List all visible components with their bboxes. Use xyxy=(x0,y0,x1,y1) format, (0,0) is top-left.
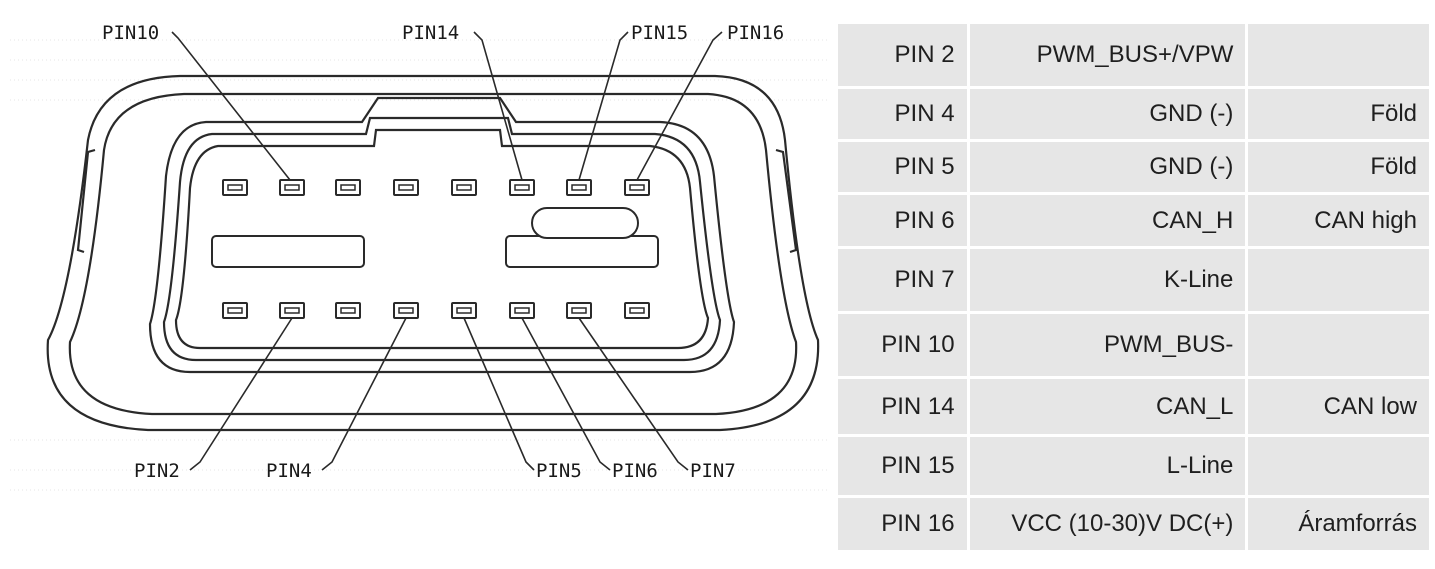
callout-pin2: PIN2 xyxy=(134,460,180,482)
table-row: PIN 2 PWM_BUS+/VPW xyxy=(838,24,1429,86)
description-cell: CAN high xyxy=(1248,195,1429,246)
callout-pin16: PIN16 xyxy=(727,22,784,44)
pin-13-contact xyxy=(451,179,477,196)
pin-14-contact xyxy=(509,179,535,196)
pin-2-contact xyxy=(279,302,305,319)
left-key-slot xyxy=(211,235,365,268)
callout-pin5: PIN5 xyxy=(536,460,582,482)
pin-7-contact xyxy=(566,302,592,319)
description-cell xyxy=(1248,437,1429,495)
connector-shell xyxy=(46,74,820,432)
signal-cell: PWM_BUS- xyxy=(969,314,1246,376)
pin-6-contact xyxy=(509,302,535,319)
pin-cell: PIN 5 xyxy=(838,142,967,192)
signal-cell: GND (-) xyxy=(969,142,1246,192)
pin-8-contact xyxy=(624,302,650,319)
callout-pin7: PIN7 xyxy=(690,460,736,482)
top-pin-row xyxy=(222,179,650,196)
description-cell xyxy=(1248,249,1429,311)
description-cell xyxy=(1248,314,1429,376)
description-cell: Áramforrás xyxy=(1248,498,1429,550)
pin-cell: PIN 7 xyxy=(838,249,967,311)
signal-cell: K-Line xyxy=(969,249,1246,311)
description-cell: Föld xyxy=(1248,89,1429,139)
callout-pin15: PIN15 xyxy=(631,22,688,44)
pin-11-contact xyxy=(335,179,361,196)
pin-3-contact xyxy=(335,302,361,319)
key-slots xyxy=(211,207,659,268)
table-row: PIN 16 VCC (10-30)V DC(+) Áramforrás xyxy=(838,498,1429,550)
pin-cell: PIN 15 xyxy=(838,437,967,495)
obd-connector-diagram: PIN10 PIN14 PIN15 PIN16 PIN2 PIN4 PIN5 P… xyxy=(10,22,830,491)
signal-cell: L-Line xyxy=(969,437,1246,495)
leader-lines xyxy=(171,31,723,471)
pin-4-contact xyxy=(393,302,419,319)
pin-16-contact xyxy=(624,179,650,196)
pin-5-contact xyxy=(451,302,477,319)
signal-cell: GND (-) xyxy=(969,89,1246,139)
pin-cell: PIN 6 xyxy=(838,195,967,246)
table-row: PIN 10 PWM_BUS- xyxy=(838,314,1429,376)
table-row: PIN 14 CAN_L CAN low xyxy=(838,379,1429,434)
description-cell: Föld xyxy=(1248,142,1429,192)
callout-pin10: PIN10 xyxy=(102,22,159,44)
pinout-table-container: PIN 2 PWM_BUS+/VPW PIN 4 GND (-) Föld PI… xyxy=(838,21,1429,553)
callout-pin4: PIN4 xyxy=(266,460,312,482)
table-row: PIN 4 GND (-) Föld xyxy=(838,89,1429,139)
pin-cell: PIN 10 xyxy=(838,314,967,376)
signal-cell: PWM_BUS+/VPW xyxy=(969,24,1246,86)
callout-pin6: PIN6 xyxy=(612,460,658,482)
table-row: PIN 15 L-Line xyxy=(838,437,1429,495)
pin-cell: PIN 4 xyxy=(838,89,967,139)
callout-pin14: PIN14 xyxy=(402,22,459,44)
connector-drawing: PIN10 PIN14 PIN15 PIN16 PIN2 PIN4 PIN5 P… xyxy=(10,22,830,491)
table-row: PIN 6 CAN_H CAN high xyxy=(838,195,1429,246)
right-key-bump xyxy=(531,207,639,239)
pin-1-contact xyxy=(222,302,248,319)
signal-cell: CAN_L xyxy=(969,379,1246,434)
pin-cell: PIN 2 xyxy=(838,24,967,86)
table-row: PIN 5 GND (-) Föld xyxy=(838,142,1429,192)
bottom-pin-row xyxy=(222,302,650,319)
pin-9-contact xyxy=(222,179,248,196)
pin-cell: PIN 14 xyxy=(838,379,967,434)
table-row: PIN 7 K-Line xyxy=(838,249,1429,311)
right-key-slot xyxy=(505,235,659,268)
pinout-table: PIN 2 PWM_BUS+/VPW PIN 4 GND (-) Föld PI… xyxy=(835,21,1432,553)
pin-cell: PIN 16 xyxy=(838,498,967,550)
pin-10-contact xyxy=(279,179,305,196)
description-cell: CAN low xyxy=(1248,379,1429,434)
pin-12-contact xyxy=(393,179,419,196)
signal-cell: VCC (10-30)V DC(+) xyxy=(969,498,1246,550)
pin-15-contact xyxy=(566,179,592,196)
description-cell xyxy=(1248,24,1429,86)
signal-cell: CAN_H xyxy=(969,195,1246,246)
